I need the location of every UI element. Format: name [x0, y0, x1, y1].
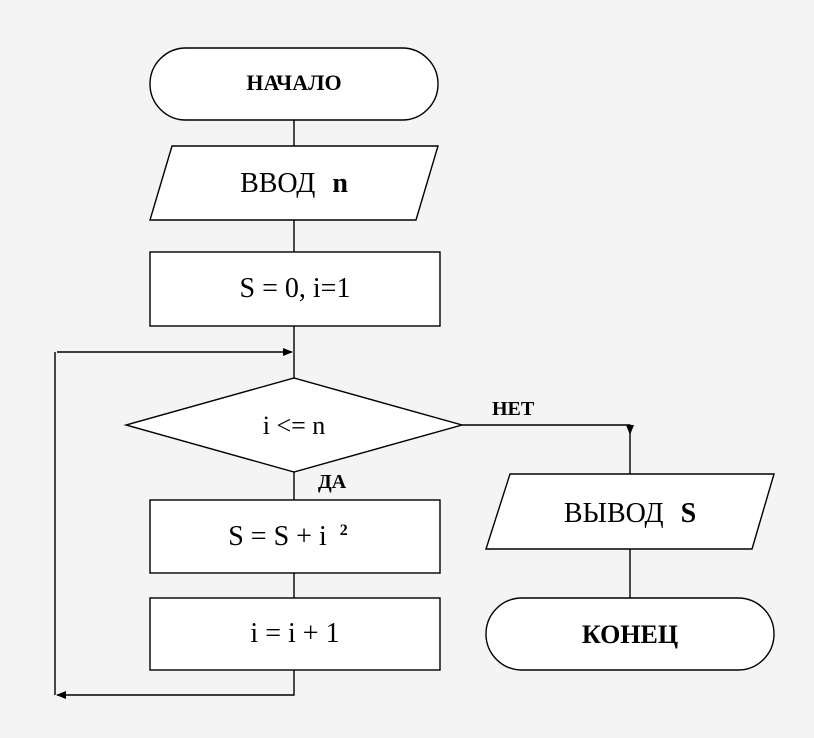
condition-decision	[123, 377, 465, 473]
init-label: S = 0, i=1	[240, 273, 351, 304]
condition-label: i <= n	[263, 411, 326, 440]
input-keyword: ВВОД	[240, 168, 315, 199]
start-label: НАЧАЛО	[246, 70, 341, 95]
increment-label: i = i + 1	[250, 618, 339, 649]
end-label: КОНЕЦ	[582, 620, 678, 649]
start-terminator	[149, 47, 439, 121]
input-parallelogram	[149, 145, 439, 221]
no-branch-arrow	[462, 424, 634, 435]
input-label: ВВОД n	[240, 168, 348, 199]
output-parallelogram	[485, 473, 775, 550]
output-label: ВЫВОД S	[564, 498, 696, 529]
sum-process	[149, 499, 441, 574]
yes-label: ДА	[318, 471, 347, 493]
init-process	[149, 251, 441, 327]
output-variable: S	[681, 498, 697, 529]
increment-process	[149, 597, 441, 671]
sum-expression: S = S + i	[228, 521, 327, 552]
output-keyword: ВЫВОД	[564, 498, 664, 529]
loop-return-bottom-arrow	[56, 670, 295, 699]
sum-exponent: 2	[340, 522, 348, 539]
no-label: НЕТ	[492, 398, 535, 420]
sum-label: S = S + i 2	[228, 521, 348, 552]
input-variable: n	[332, 168, 348, 199]
end-terminator	[485, 597, 775, 671]
